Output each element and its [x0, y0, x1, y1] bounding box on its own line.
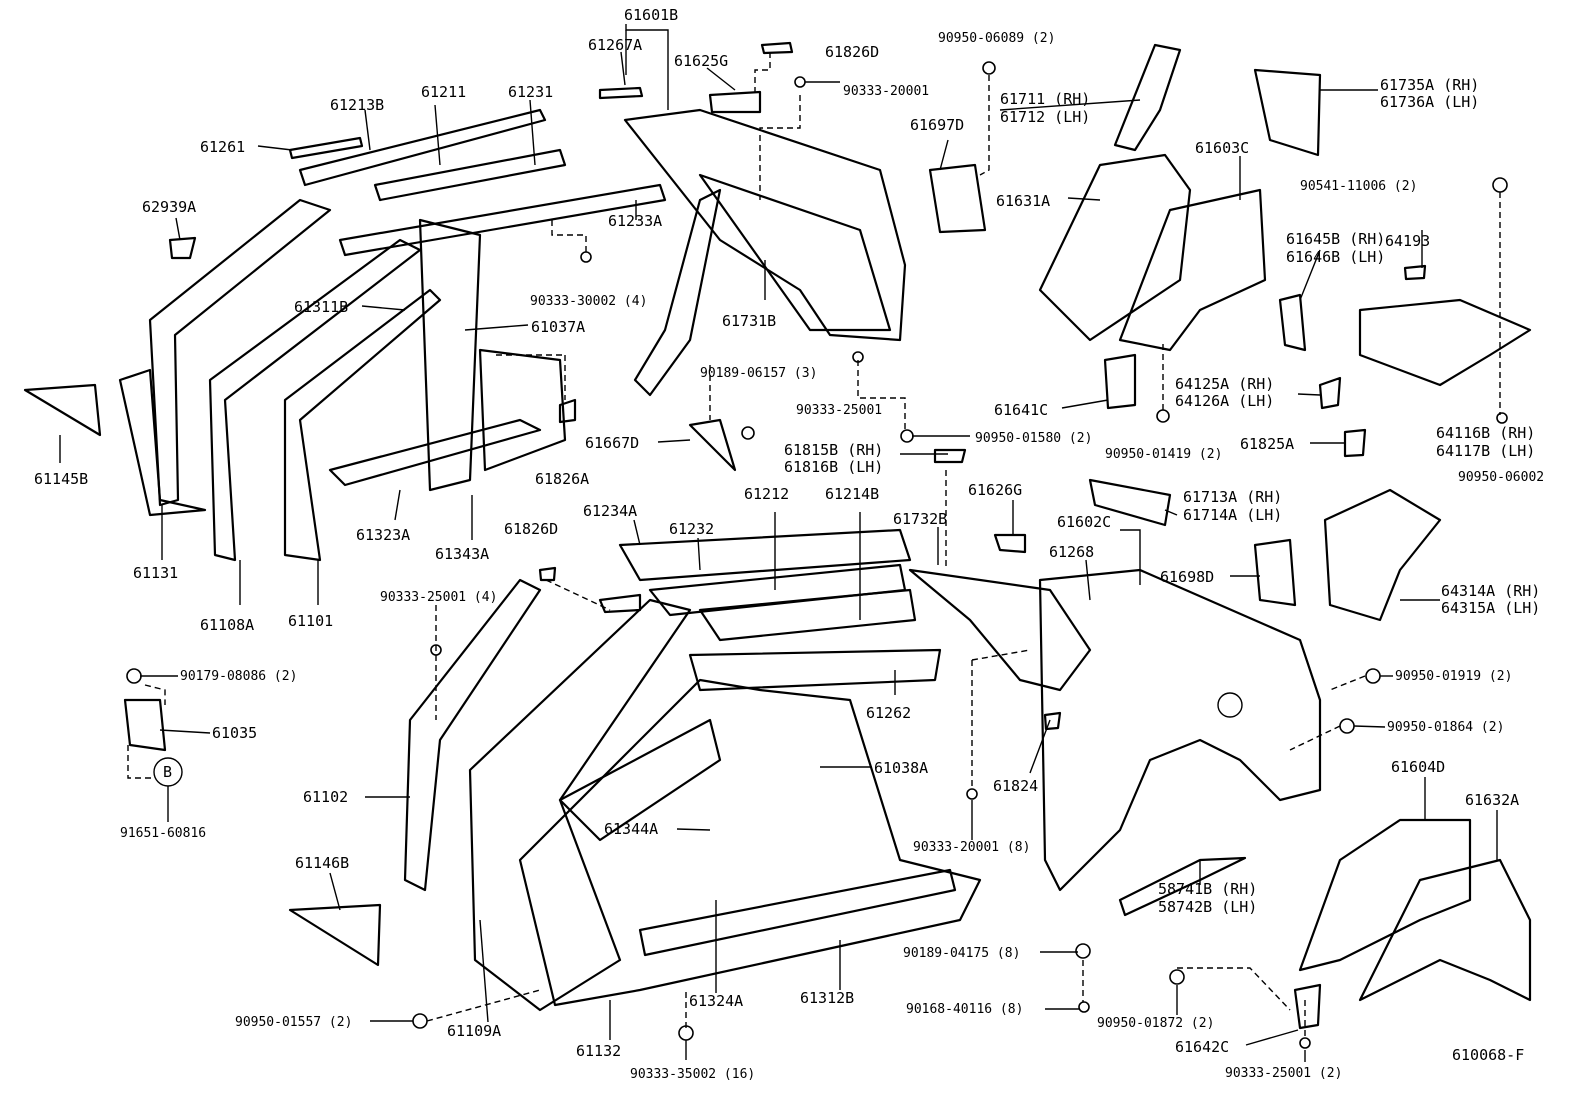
- label-61232: 61232: [669, 520, 714, 538]
- label-61732b: 61732B: [893, 510, 947, 528]
- label-61646b-lh: 61646B (LH): [1286, 248, 1385, 266]
- label-61825a: 61825A: [1240, 435, 1294, 453]
- label-61667d: 61667D: [585, 434, 639, 452]
- label-61343a: 61343A: [435, 545, 489, 563]
- label-90950-01864: 90950-01864 (2): [1387, 720, 1504, 735]
- label-64193: 64193: [1385, 232, 1430, 250]
- label-61625g: 61625G: [674, 52, 728, 70]
- label-61131: 61131: [133, 564, 178, 582]
- label-90179-08086: 90179-08086 (2): [180, 669, 297, 684]
- label-61037a: 61037A: [531, 318, 585, 336]
- label-61101: 61101: [288, 612, 333, 630]
- label-61145b: 61145B: [34, 470, 88, 488]
- label-61261: 61261: [200, 138, 245, 156]
- label-90950-06002: 90950-06002: [1458, 470, 1544, 485]
- label-61735a-rh: 61735A (RH): [1380, 76, 1479, 94]
- label-61826d-mid: 61826D: [504, 520, 558, 538]
- label-61035: 61035: [212, 724, 257, 742]
- label-61038a: 61038A: [874, 759, 928, 777]
- label-90333-25001-mid: 90333-25001: [796, 403, 882, 418]
- label-61233a: 61233A: [608, 212, 662, 230]
- label-62939a: 62939A: [142, 198, 196, 216]
- label-61713a-rh: 61713A (RH): [1183, 488, 1282, 506]
- label-61712-lh: 61712 (LH): [1000, 108, 1090, 126]
- label-61146b: 61146B: [295, 854, 349, 872]
- label-90189-04175: 90189-04175 (8): [903, 946, 1020, 961]
- label-61816b-lh: 61816B (LH): [784, 458, 883, 476]
- leader-lines: [59, 24, 1501, 1062]
- label-64126a-lh: 64126A (LH): [1175, 392, 1274, 410]
- label-61602c: 61602C: [1057, 513, 1111, 531]
- label-61323a: 61323A: [356, 526, 410, 544]
- label-61697d: 61697D: [910, 116, 964, 134]
- label-61262: 61262: [866, 704, 911, 722]
- label-61698d: 61698D: [1160, 568, 1214, 586]
- label-90189-06157: 90189-06157 (3): [700, 366, 817, 381]
- label-90333-20001-top: 90333-20001: [843, 84, 929, 99]
- diagram-code: 610068-F: [1452, 1046, 1524, 1064]
- label-64116b-rh: 64116B (RH): [1436, 424, 1535, 442]
- label-61642c: 61642C: [1175, 1038, 1229, 1056]
- label-61826d-top: 61826D: [825, 43, 879, 61]
- label-61109a: 61109A: [447, 1022, 501, 1040]
- label-61132: 61132: [576, 1042, 621, 1060]
- label-58742b-lh: 58742B (LH): [1158, 898, 1257, 916]
- label-61231: 61231: [508, 83, 553, 101]
- label-61626g: 61626G: [968, 481, 1022, 499]
- label-64117b-lh: 64117B (LH): [1436, 442, 1535, 460]
- label-61214b: 61214B: [825, 485, 879, 503]
- label-61632a: 61632A: [1465, 791, 1519, 809]
- label-61312b: 61312B: [800, 989, 854, 1007]
- label-61736a-lh: 61736A (LH): [1380, 93, 1479, 111]
- label-61601b: 61601B: [624, 6, 678, 24]
- fasteners: [126, 61, 1508, 1049]
- label-61311b: 61311B: [294, 298, 348, 316]
- label-90333-25001-4: 90333-25001 (4): [380, 590, 497, 605]
- label-58741b-rh: 58741B (RH): [1158, 880, 1257, 898]
- label-90950-01919: 90950-01919 (2): [1395, 669, 1512, 684]
- label-64314a-rh: 64314A (RH): [1441, 582, 1540, 600]
- label-61603c: 61603C: [1195, 139, 1249, 157]
- label-90950-06089: 90950-06089 (2): [938, 31, 1055, 46]
- label-90168-40116: 90168-40116 (8): [906, 1002, 1023, 1017]
- label-61714a-lh: 61714A (LH): [1183, 506, 1282, 524]
- label-61711-rh: 61711 (RH): [1000, 90, 1090, 108]
- label-61731b: 61731B: [722, 312, 776, 330]
- label-61213b: 61213B: [330, 96, 384, 114]
- label-61344a: 61344A: [604, 820, 658, 838]
- label-61324a: 61324A: [689, 992, 743, 1010]
- label-90950-01419: 90950-01419 (2): [1105, 447, 1222, 462]
- label-61267a: 61267A: [588, 36, 642, 54]
- label-90950-01580: 90950-01580 (2): [975, 431, 1092, 446]
- label-61604d: 61604D: [1391, 758, 1445, 776]
- label-64315a-lh: 64315A (LH): [1441, 599, 1540, 617]
- part-drawings: [23, 41, 1532, 1030]
- label-64125a-rh: 64125A (RH): [1175, 375, 1274, 393]
- label-90333-30002: 90333-30002 (4): [530, 294, 647, 309]
- label-61631a: 61631A: [996, 192, 1050, 210]
- label-90333-25001-2: 90333-25001 (2): [1225, 1066, 1342, 1081]
- label-90950-01557: 90950-01557 (2): [235, 1015, 352, 1030]
- callout-b-letter: B: [163, 763, 172, 781]
- label-90333-35002: 90333-35002 (16): [630, 1067, 755, 1082]
- label-61641c: 61641C: [994, 401, 1048, 419]
- label-91651-60816: 91651-60816: [120, 826, 206, 841]
- label-61102: 61102: [303, 788, 348, 806]
- label-61824: 61824: [993, 777, 1038, 795]
- label-90541-11006: 90541-11006 (2): [1300, 179, 1417, 194]
- label-90950-01872: 90950-01872 (2): [1097, 1016, 1214, 1031]
- label-61108a: 61108A: [200, 616, 254, 634]
- label-90333-20001-8: 90333-20001 (8): [913, 840, 1030, 855]
- part-labels: 61601B 61267A 61625G 61826D 90333-20001 …: [34, 6, 1544, 1082]
- label-61268: 61268: [1049, 543, 1094, 561]
- label-61212: 61212: [744, 485, 789, 503]
- label-61234a: 61234A: [583, 502, 637, 520]
- label-61211: 61211: [421, 83, 466, 101]
- label-61815b-rh: 61815B (RH): [784, 441, 883, 459]
- label-61826a: 61826A: [535, 470, 589, 488]
- label-61645b-rh: 61645B (RH): [1286, 230, 1385, 248]
